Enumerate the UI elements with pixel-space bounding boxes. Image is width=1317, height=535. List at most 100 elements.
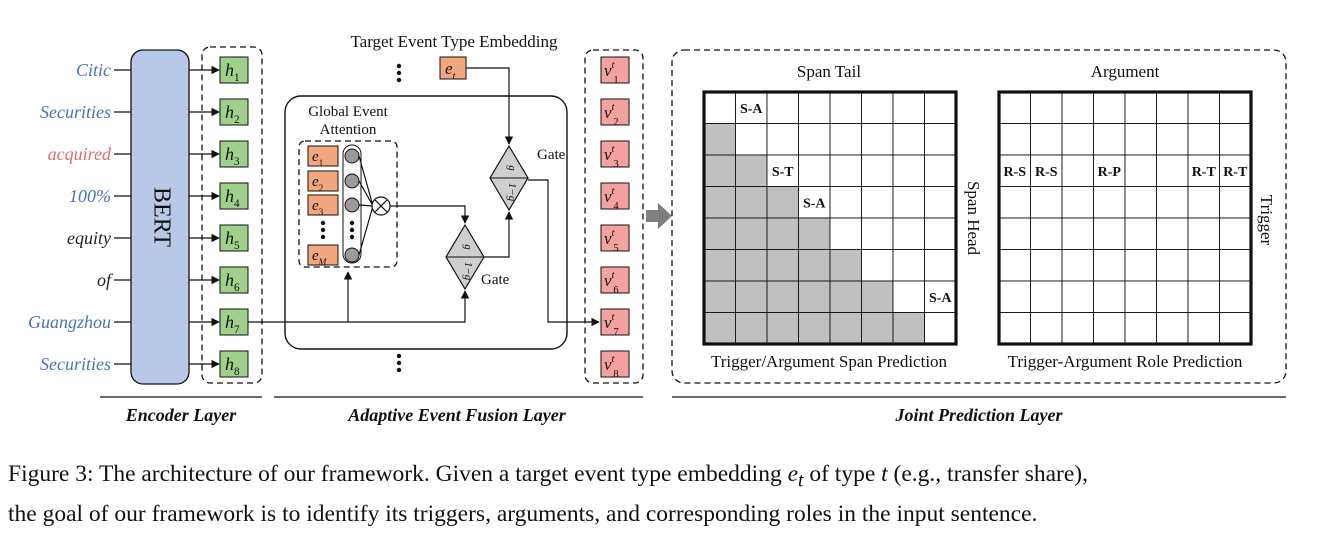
matrix-cell [1124,123,1157,156]
matrix-cell [829,123,862,156]
matrix-cell [703,154,736,187]
fused-state-label-sub: 1 [613,75,618,86]
matrix-cell [1219,123,1252,156]
hidden-state-label-base: h [225,354,234,374]
matrix-cell [998,280,1031,313]
encoder-hidden-group [201,46,263,384]
fused-state-box [600,98,630,126]
gate-lower: g1−g [445,223,485,291]
attention-node [344,247,360,263]
dot [320,227,326,233]
matrix-cell [998,217,1031,250]
matrix-cell [861,280,894,313]
matrix-border [997,90,1253,346]
hidden-state-box [219,224,249,252]
matrix-cell [1061,280,1094,313]
prediction-group [671,49,1287,384]
fused-state-label-base: v [604,355,612,374]
fused-state-label-base: v [604,61,612,80]
dot [396,367,402,373]
matrix-cell [703,217,736,250]
dot [396,77,402,83]
matrix-cell [1124,91,1157,124]
matrix-cell [798,123,831,156]
matrix-cell [766,123,799,156]
matrix-cell [735,186,768,219]
matrix-cell [1156,249,1189,282]
event-embedding-label: e2 [312,174,324,194]
dot [396,70,402,76]
target-embedding-symbol-sub: t [453,71,457,82]
event-embedding-label-sub: 2 [319,184,324,194]
input-token: Securities [40,354,111,374]
hidden-state-label: h7 [225,312,240,336]
matrix-cell [829,249,862,282]
matrix-cell [798,91,831,124]
matrix-cell-label: R-T [1223,165,1248,180]
matrix-border [702,90,958,346]
dot [349,227,355,233]
hidden-state-box [219,308,249,336]
matrix-cell [924,249,957,282]
hidden-state-label-base: h [225,186,234,206]
matrix-cell [861,186,894,219]
event-embedding-label-base: e [312,198,319,214]
hidden-state-label-base: h [225,228,234,248]
matrix-cell [1061,249,1094,282]
event-ellipsis [320,220,326,240]
event-embedding-label-sub: M [318,258,328,268]
span-tail-label: Span Tail [797,62,861,81]
attention-node [344,148,360,164]
matrix-cell-label: S-A [929,291,952,306]
hidden-state-label: h4 [225,186,240,210]
hidden-state-label: h1 [225,60,240,84]
hidden-state-label: h8 [225,354,240,378]
matrix-cell [1219,249,1252,282]
matrix-cell [1030,217,1063,250]
matrix-cell [998,186,1031,219]
matrix-cell [861,91,894,124]
matrix-cell [1156,280,1189,313]
hidden-state-label-sub: 6 [234,282,240,294]
matrix-cell-label: R-T [1192,165,1217,180]
matrix-cell [1061,123,1094,156]
matrix-cell [829,312,862,345]
matrix-cell [924,312,957,345]
matrix-cell [1030,91,1063,124]
matrix-cell [1061,91,1094,124]
matrix-cell [798,154,831,187]
matrix-cell [1030,154,1063,187]
fusion-layer-label: Adaptive Event Fusion Layer [347,405,566,425]
matrix-cell [1187,123,1220,156]
span-matrix: S-AS-TS-AS-A [702,90,958,346]
dot [396,353,402,359]
matrix-cell [829,186,862,219]
matrix-cell [1030,123,1063,156]
matrix-cell [1061,186,1094,219]
matrix-cell [892,249,925,282]
hidden-state-box [219,56,249,84]
matrix-cell [1219,91,1252,124]
matrix-cell [1156,312,1189,345]
input-token: Guangzhou [28,312,111,332]
matrix-cell [1219,312,1252,345]
caption-line-1: Figure 3: The architecture of our framew… [8,458,1313,498]
role-prediction-caption: Trigger-Argument Role Prediction [1008,352,1243,371]
matrix-cell [1187,280,1220,313]
matrix-cell [1030,249,1063,282]
gate-lower-label: Gate [481,272,510,288]
matrix-cell [703,91,736,124]
matrix-cell-label: R-S [1035,165,1058,180]
fused-state-label-sub: 5 [613,243,618,254]
matrix-cell [1124,186,1157,219]
matrix-cell [735,280,768,313]
target-to-gate [466,67,514,145]
matrix-cell [1061,217,1094,250]
hidden-state-label-base: h [225,60,234,80]
matrix-cell [735,154,768,187]
matrix-cell [998,312,1031,345]
matrix-cell [1030,280,1063,313]
